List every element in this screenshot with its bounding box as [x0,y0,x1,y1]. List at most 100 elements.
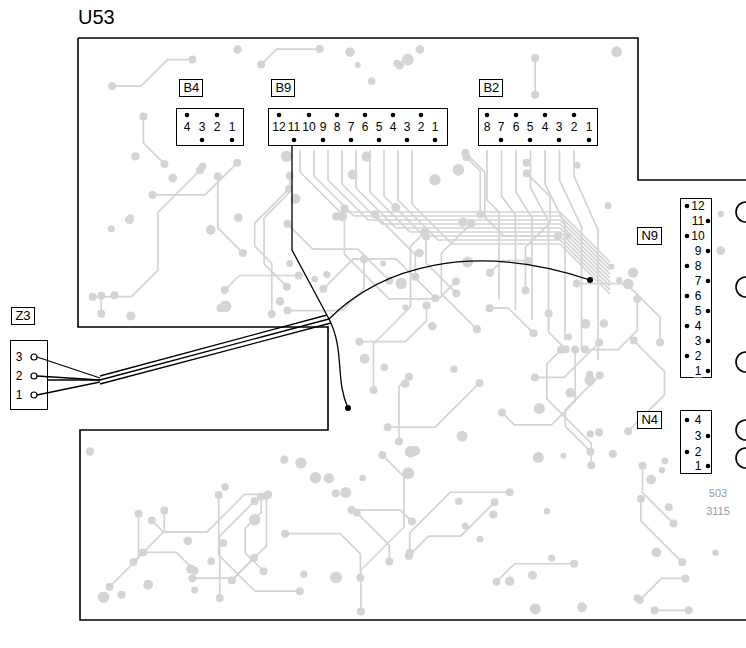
solder-pad [97,310,105,318]
wire [37,382,100,395]
pin-number: 7 [347,121,356,134]
copper-trace [410,492,510,552]
solder-pad [428,322,436,330]
solder-pad [595,428,603,436]
solder-pad [716,246,725,255]
solder-pad [452,164,464,176]
board-notches [736,202,746,468]
pin-number: 8 [694,260,703,273]
copper-trace [361,455,404,611]
solder-pad [324,473,334,483]
copper-trace [356,150,610,278]
solder-pad [118,591,126,599]
solder-pad [359,475,366,482]
solder-pad [330,572,342,584]
copper-trace [93,170,201,297]
pin-number: 3 [555,121,564,134]
solder-pad [402,304,408,310]
solder-pad [131,152,139,160]
solder-pad [108,82,116,90]
solder-pad [524,257,532,265]
solder-pad [384,423,392,431]
board-notch [736,448,746,468]
solder-pad [221,483,229,491]
solder-pad [580,319,590,329]
solder-pad [530,329,538,337]
solder-pad [139,548,147,556]
pin-number: 1 [694,460,703,473]
solder-pad [139,112,147,120]
wire [37,357,100,378]
pin-number: 6 [512,121,521,134]
solder-pad [562,345,570,353]
solder-pad [570,560,578,568]
solder-pad [718,211,724,217]
solder-pad [332,489,340,497]
board-marking: 3115 [705,505,731,518]
pin-dot [706,219,711,224]
copper-trace [549,313,566,349]
solder-pad [596,372,604,380]
solder-pad [491,498,499,506]
solder-pad [523,169,531,177]
solder-pad [405,446,417,458]
pin-number: 11 [691,215,705,228]
copper-trace [288,224,390,281]
copper-trace [342,150,610,274]
solder-pad [395,438,403,446]
solder-pad [577,602,587,612]
solder-pad [405,373,413,381]
pin-number: 9 [319,121,328,134]
solder-pad [143,580,153,590]
pin-number: 2 [15,370,24,383]
solder-pad [216,304,224,312]
pin-dots [185,113,711,469]
pin-dot [335,113,340,118]
pin-dot [557,138,562,143]
pin-number: 6 [694,290,703,303]
pin-dot [685,234,690,239]
solder-pad [268,310,276,318]
solder-pad [528,571,537,580]
solder-pad [467,219,475,227]
solder-pad [214,172,222,180]
solder-pad [378,451,386,459]
solder-pad [361,152,371,162]
board-notch [736,277,746,297]
solder-pad [206,225,216,235]
pin-dot [587,138,592,143]
solder-pad [422,301,430,309]
pin-dot [200,138,205,143]
pin-number: 6 [361,121,370,134]
copper-trace [261,49,319,64]
solder-pad [573,280,581,288]
solder-pad [486,304,494,312]
copper-trace [300,150,610,262]
solder-pad [633,295,641,303]
solder-pad [160,160,168,168]
cable-sheath [100,315,327,376]
solder-pad [608,264,614,270]
wire-end [345,405,351,411]
solder-pad [661,457,668,464]
pin-number: 10 [301,121,316,134]
cable-sheath [100,323,331,384]
solder-pad [356,574,364,582]
solder-pad [215,491,223,499]
solder-pad [219,539,227,547]
solder-pad [135,510,143,518]
copper-trace [412,150,610,294]
solder-pad [295,271,303,279]
pin-number: 1 [585,121,594,134]
solder-pad [110,291,118,299]
copper-trace [502,350,575,425]
copper-trace [545,150,565,340]
copper-traces [86,45,725,615]
copper-trace [628,341,664,432]
pin-number: 11 [287,121,301,134]
copper-trace [426,236,456,293]
solder-pad [628,267,638,277]
pin-number: 1 [431,121,440,134]
wire-end [587,277,593,283]
